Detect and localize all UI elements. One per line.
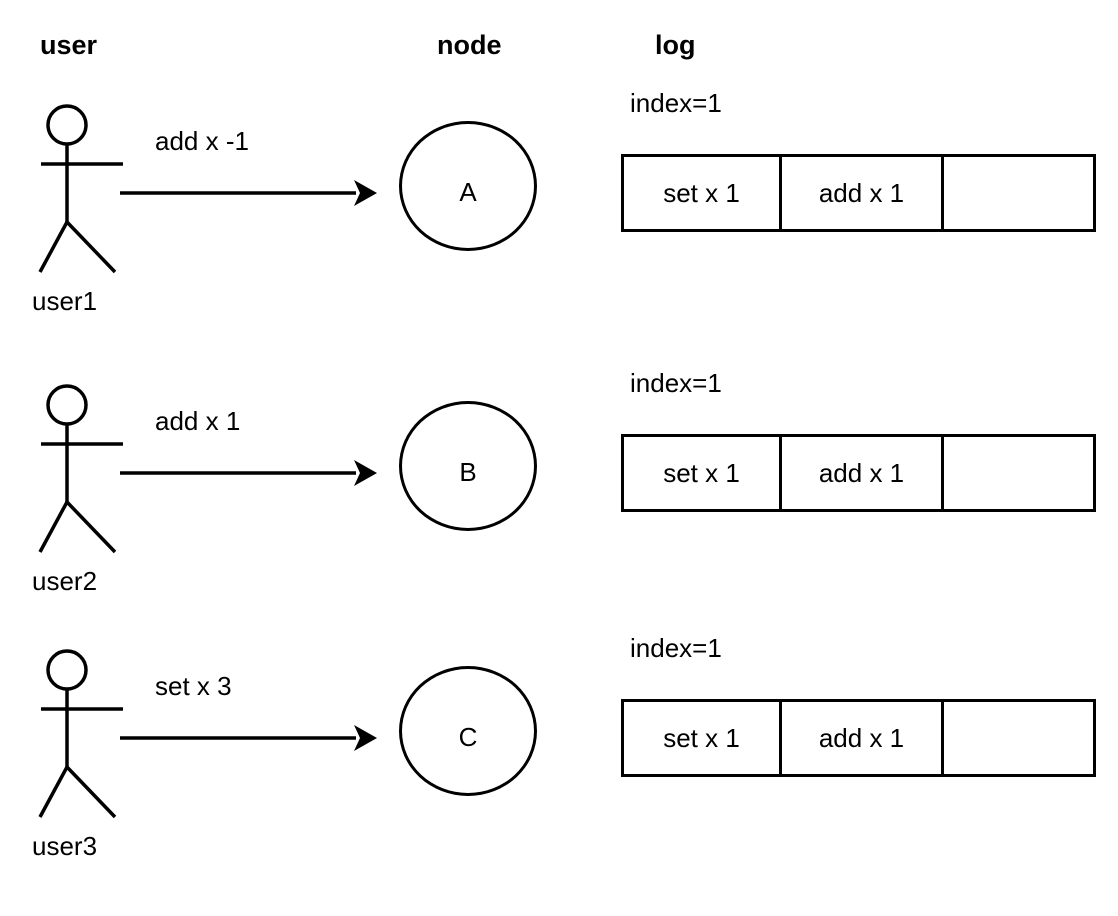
actor-label: user1 [32,286,98,316]
log-entry-cell: set x 1 [624,702,782,774]
node-label: C [458,722,478,752]
stick-figure-icon [28,645,138,825]
log-entry-cell: set x 1 [624,437,782,509]
log-index-label: index=1 [630,88,722,118]
log-entry-cell: add x 1 [782,702,944,774]
log-index-label: index=1 [630,633,722,663]
arrow-right-icon [118,175,380,211]
log-index-label: index=1 [630,368,722,398]
log-entry-cell-empty [944,702,1093,774]
log-table: set x 1 add x 1 [621,434,1096,512]
arrow-right-icon [118,720,380,756]
node-label: A [459,177,477,207]
log-entry-cell: add x 1 [782,437,944,509]
column-header-user: user [40,30,98,60]
node-circle: B [399,401,537,531]
node-circle: A [399,121,537,251]
log-entry-cell-empty [944,157,1093,229]
message-label: add x -1 [155,126,249,156]
stick-figure-icon [28,380,138,560]
message-label: add x 1 [155,406,241,436]
message-label: set x 3 [155,671,232,701]
arrow-right-icon [118,455,380,491]
log-entry-cell: add x 1 [782,157,944,229]
node-circle: C [399,666,537,796]
actor-label: user2 [32,566,98,596]
node-label: B [459,457,477,487]
column-header-node: node [437,30,502,60]
column-header-log: log [655,30,696,60]
log-entry-cell: set x 1 [624,157,782,229]
log-entry-cell-empty [944,437,1093,509]
stick-figure-icon [28,100,138,280]
log-table: set x 1 add x 1 [621,154,1096,232]
actor-label: user3 [32,831,98,861]
log-table: set x 1 add x 1 [621,699,1096,777]
